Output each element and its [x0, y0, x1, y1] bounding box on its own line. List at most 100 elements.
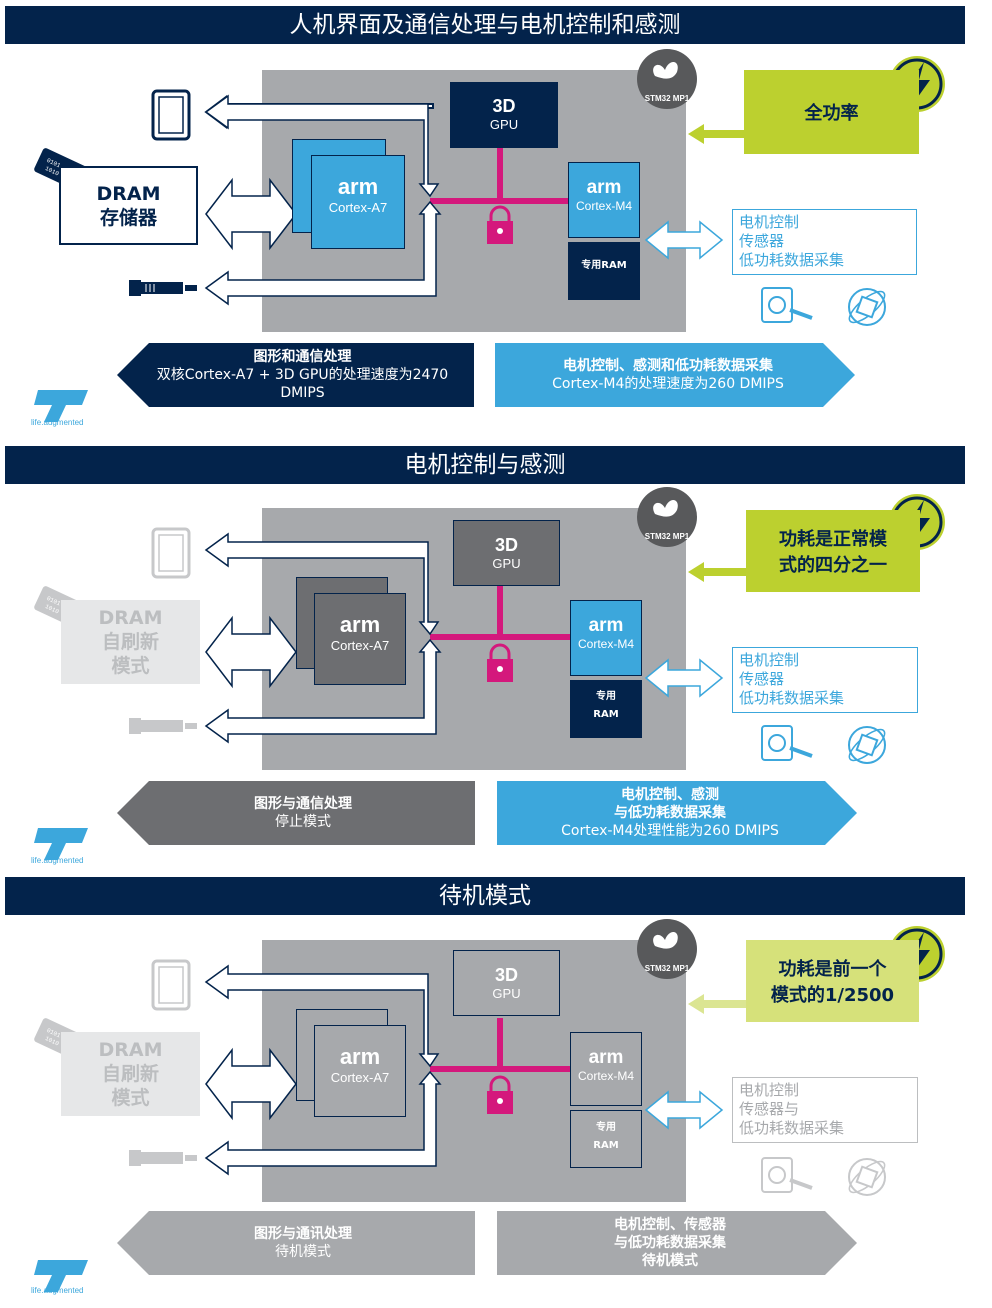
dram-label: DRAM — [98, 607, 163, 629]
right-banner: 电机控制、感测和低功耗数据采集 Cortex-M4的处理速度为260 DMIPS — [495, 343, 855, 407]
peripherals-list: 电机控制 传感器与 低功耗数据采集 — [732, 1077, 918, 1143]
core-label: Cortex-M4 — [577, 1069, 634, 1083]
peripheral-item: 传感器与 — [739, 1100, 800, 1118]
banner-line: 双核Cortex-A7 + 3D GPU的处理速度为2470 — [156, 367, 449, 383]
cortex-a7-core: arm Cortex-A7 — [314, 1025, 406, 1117]
stm32-badge: STM32 MP1 — [637, 487, 697, 547]
ram-line: 专用 — [596, 1122, 616, 1133]
arrow-power — [688, 994, 746, 1014]
dram-mode: 模式 — [111, 1087, 150, 1109]
lock-icon — [487, 1075, 513, 1114]
power-label: 全功率 — [804, 103, 859, 124]
lock-icon — [487, 205, 513, 244]
ram-line: RAM — [593, 1140, 619, 1151]
power-mode-box: 功耗是前一个 模式的1/2500 — [746, 940, 919, 1022]
banner-title: 电机控制、感测 — [621, 787, 719, 803]
dram-block: DRAM 自刷新 模式 — [61, 600, 200, 684]
arrow-connector-usb — [204, 200, 442, 306]
panel-title: 电机控制与感测 — [5, 446, 965, 484]
power-mode-box: 全功率 — [744, 70, 919, 154]
dram-label: DRAM — [98, 1039, 163, 1061]
gpu-label: GPU — [492, 986, 521, 1001]
panel-title: 人机界面及通信处理与电机控制和感测 — [5, 6, 965, 44]
power-mode-box: 功耗是正常模 式的四分之一 — [746, 510, 920, 592]
ram-line: RAM — [593, 709, 619, 720]
arm-brand: arm — [337, 174, 379, 199]
arm-brand: arm — [588, 615, 624, 636]
cortex-m4-core: arm Cortex-M4 — [570, 600, 642, 676]
dedicated-ram: 专用 RAM — [570, 1110, 642, 1168]
right-banner: 电机控制、传感器 与低功耗数据采集 待机模式 — [497, 1211, 857, 1275]
dram-mode: 模式 — [111, 655, 150, 677]
peripheral-item: 电机控制 — [739, 651, 800, 669]
sensor-icon — [848, 1158, 886, 1196]
panel-full-power: 人机界面及通信处理与电机控制和感测 0101 — [0, 0, 992, 436]
st-logo — [34, 828, 88, 860]
arrow-connector-usb — [204, 638, 442, 744]
arrow-dram — [205, 1047, 297, 1121]
lock-icon — [487, 643, 513, 682]
arrow-connector-tablet — [204, 964, 440, 1068]
cortex-m4-core: arm Cortex-M4 — [568, 162, 640, 238]
usb-connector-icon — [129, 280, 197, 296]
gpu-block: 3D GPU — [450, 82, 558, 148]
cortex-a7-core: arm Cortex-A7 — [311, 155, 405, 249]
arm-brand: arm — [339, 612, 381, 637]
motor-icon — [761, 287, 813, 323]
svg-text:STM32 MP1: STM32 MP1 — [645, 532, 690, 541]
logo-tagline: life.augmented — [31, 856, 84, 865]
arrow-dram — [205, 615, 297, 689]
sensor-icon — [848, 726, 886, 764]
panel-standby-mode: 待机模式 0101 1010 — [0, 870, 992, 1306]
interconnect-bus — [430, 1018, 570, 1072]
banner-title: 待机模式 — [642, 1253, 698, 1269]
core-label: Cortex-A7 — [328, 200, 388, 215]
cortex-a7-core: arm Cortex-A7 — [314, 593, 406, 685]
usb-connector-icon — [129, 718, 197, 734]
left-banner: 图形与通信处理 停止模式 — [117, 781, 475, 845]
arrow-connector-usb — [204, 1070, 442, 1176]
arrow-dram — [205, 177, 297, 251]
sensor-icon — [848, 288, 886, 326]
power-label: 模式的1/2500 — [770, 985, 895, 1006]
banner-title: 电机控制、传感器 — [614, 1217, 726, 1233]
dedicated-ram: 专用RAM — [568, 242, 640, 300]
panel-title: 待机模式 — [5, 877, 965, 915]
st-logo — [34, 390, 88, 422]
peripheral-item: 传感器 — [739, 670, 785, 688]
banner-line: 停止模式 — [275, 814, 331, 830]
arrow-peripherals — [644, 220, 724, 260]
peripherals-list: 电机控制 传感器 低功耗数据采集 — [732, 209, 917, 275]
panel-stop-mode: 电机控制与感测 0101 1010 — [0, 438, 992, 874]
tablet-icon — [151, 89, 191, 141]
svg-text:STM32 MP1: STM32 MP1 — [645, 964, 690, 973]
peripherals-list: 电机控制 传感器 低功耗数据采集 — [732, 647, 918, 713]
st-logo — [34, 1260, 88, 1292]
core-label: Cortex-M4 — [577, 637, 634, 651]
dram-block: DRAM 存储器 — [59, 166, 198, 245]
interconnect-bus — [430, 586, 570, 640]
arrow-connector-tablet — [204, 94, 440, 198]
gpu-label: GPU — [492, 556, 521, 571]
dram-mode: 自刷新 — [101, 1063, 159, 1085]
peripheral-item: 低功耗数据采集 — [739, 251, 845, 269]
banner-title: 图形与通信处理 — [254, 796, 352, 812]
dram-label: DRAM — [96, 182, 161, 205]
power-label: 式的四分之一 — [779, 555, 887, 576]
left-banner: 图形与通讯处理 待机模式 — [117, 1211, 475, 1275]
gpu-3d-label: 3D — [494, 535, 518, 555]
stm32-badge: STM32 MP1 — [637, 49, 697, 109]
dram-block: DRAM 自刷新 模式 — [61, 1032, 200, 1116]
core-label: Cortex-A7 — [330, 638, 390, 653]
peripheral-item: 电机控制 — [739, 1081, 800, 1099]
power-label: 功耗是正常模 — [779, 529, 887, 550]
logo-tagline: life.augmented — [31, 1286, 84, 1295]
stm32-badge: STM32 MP1 — [637, 919, 697, 979]
arm-brand: arm — [588, 1047, 624, 1068]
cortex-m4-core: arm Cortex-M4 — [570, 1032, 642, 1106]
peripheral-item: 低功耗数据采集 — [739, 689, 845, 707]
usb-connector-icon — [129, 1150, 197, 1166]
arm-brand: arm — [586, 177, 622, 198]
banner-line: Cortex-M4的处理速度为260 DMIPS — [552, 376, 784, 392]
gpu-3d-label: 3D — [494, 965, 518, 985]
